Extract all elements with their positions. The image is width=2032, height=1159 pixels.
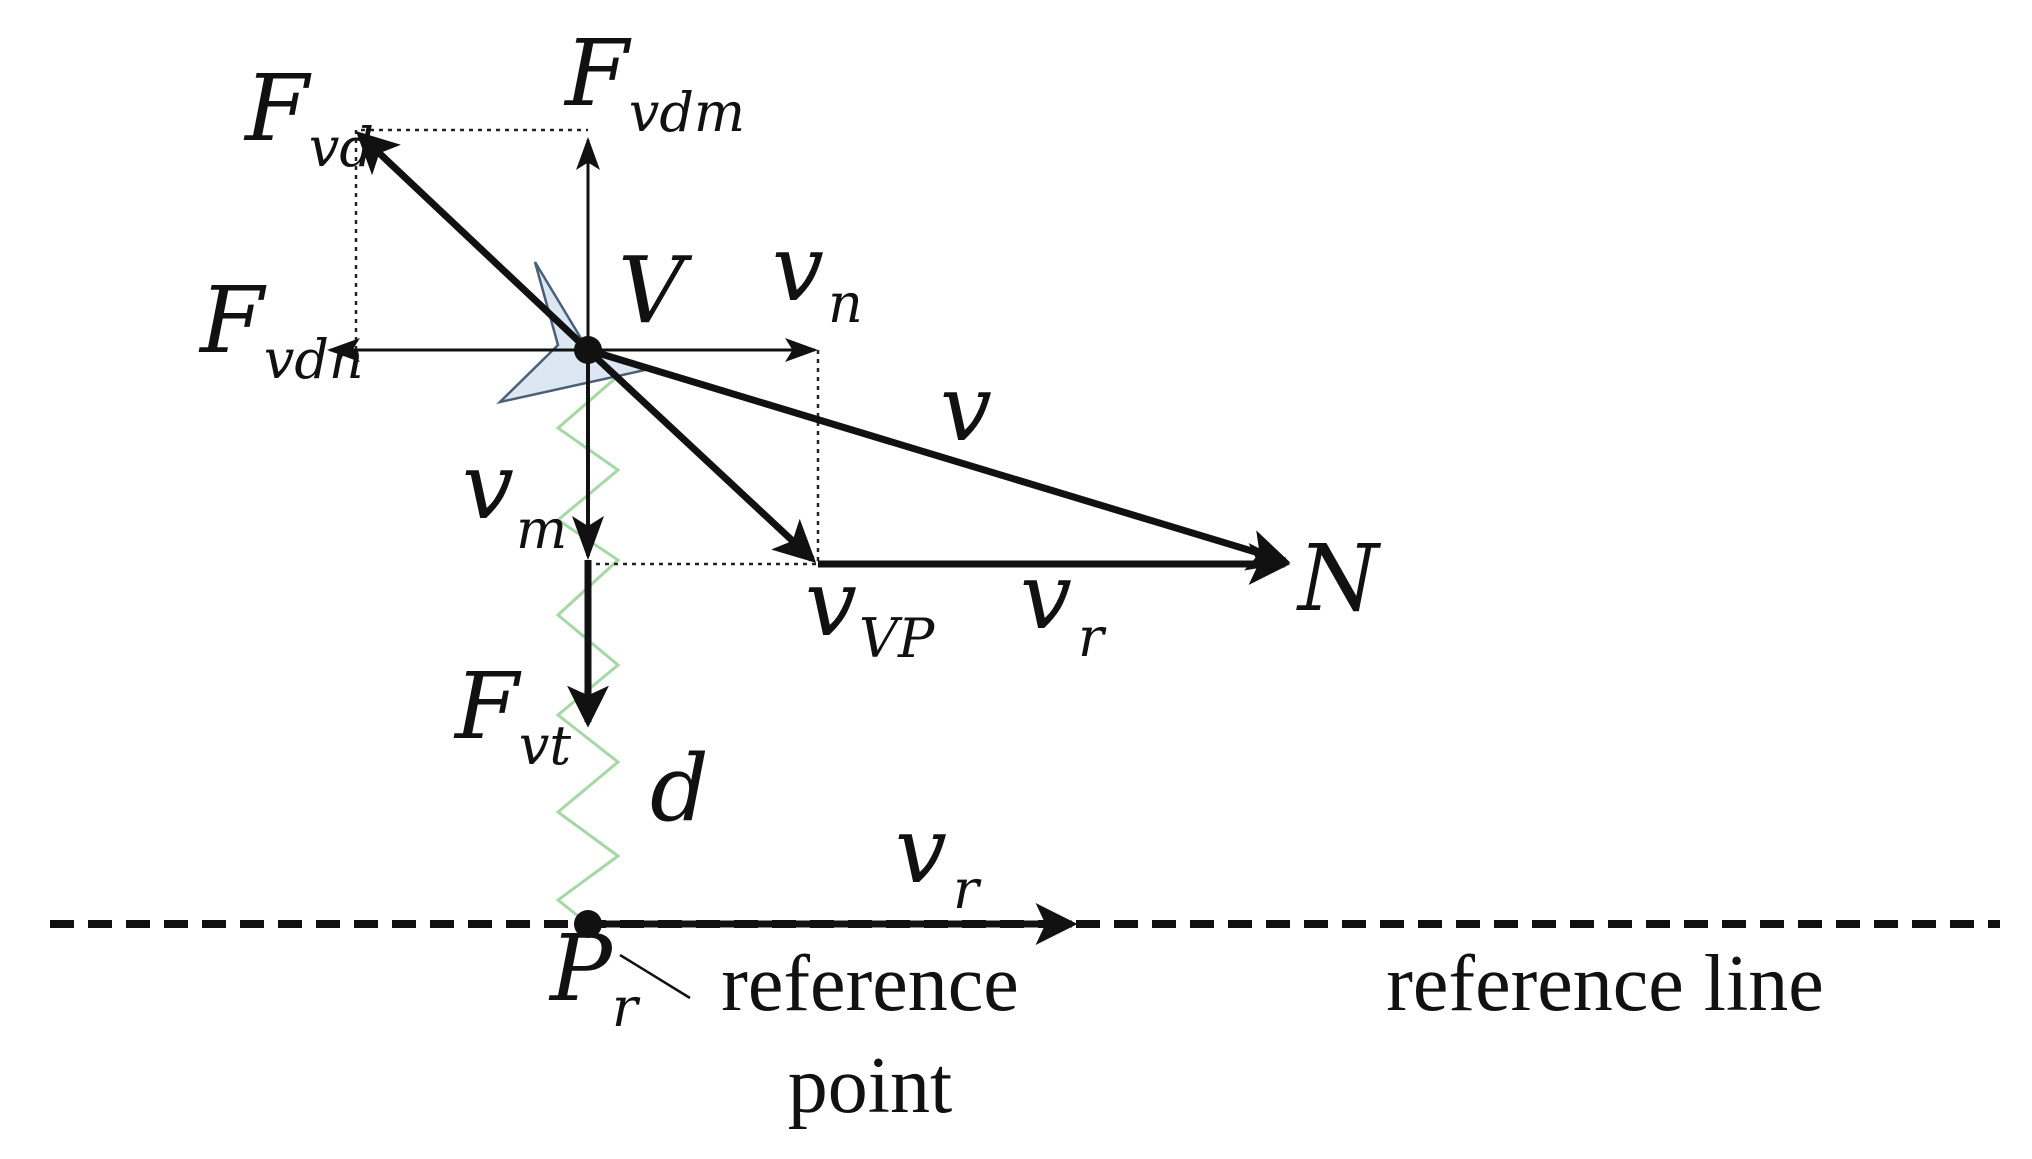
reference-point-leader [619,953,691,1000]
label-v: v [940,355,992,462]
label-f-vdn: Fvdn [198,267,364,391]
label-f-vdm: Fvdm [563,20,745,144]
label-v-n: vn [772,215,863,335]
label-d: d [650,735,709,842]
vehicle-point-v [574,336,602,364]
arrow-f-vd [355,131,591,353]
label-reference-point-line2: point [788,1042,952,1130]
label-v-node: V [618,237,693,344]
label-f-vd: Fvd [243,55,374,179]
label-v-m: vm [462,433,567,561]
label-p-r: Pr [548,915,641,1039]
label-reference-point-line1: reference [721,940,1018,1028]
reference-point-pr [574,910,602,938]
label-reference-line: reference line [1386,940,1823,1028]
label-n-node: N [1296,525,1382,632]
arrow-v-vp [585,347,817,563]
construction-box-fvd [354,128,588,350]
label-v-vp: vVP [805,550,936,670]
arrow-v [586,346,1291,571]
label-f-vt: Fvt [453,653,571,777]
